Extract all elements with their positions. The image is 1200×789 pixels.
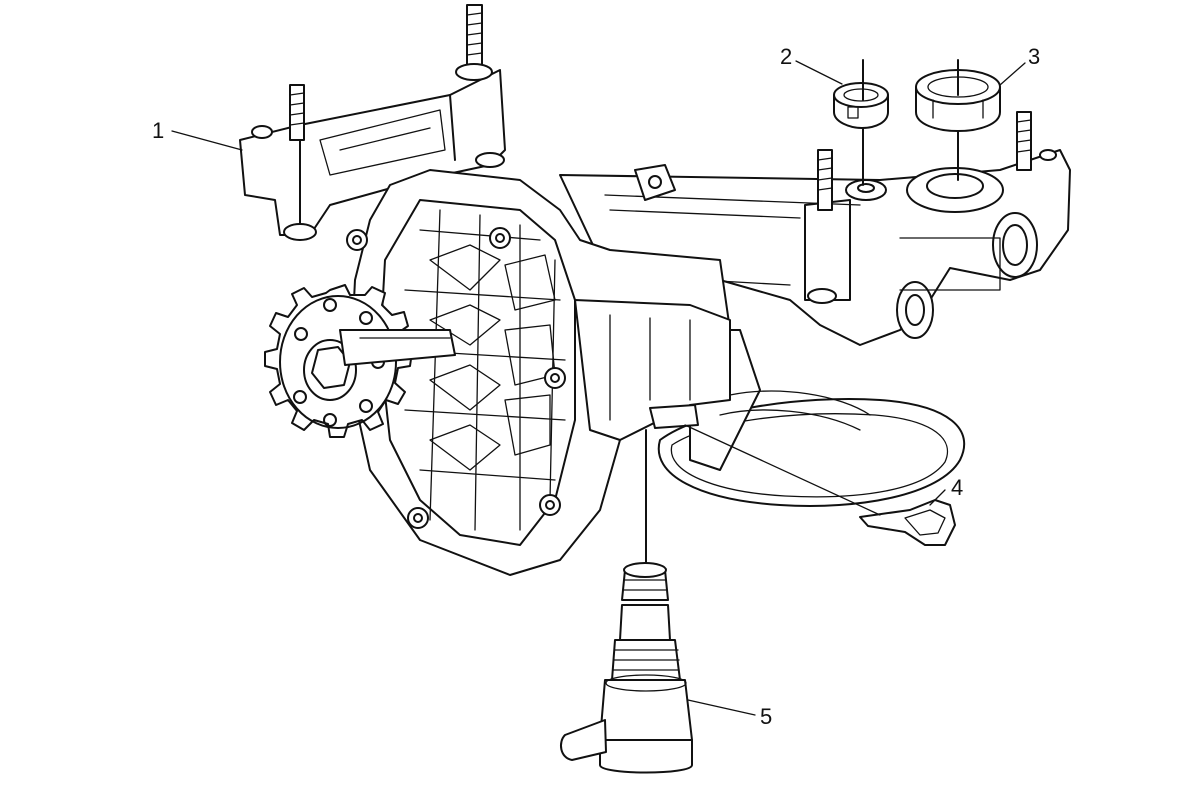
left-bracket [239, 4, 506, 241]
part-3-seal-large [915, 59, 1001, 181]
leader-3 [999, 62, 1026, 86]
right-studs [807, 111, 1057, 304]
leader-4 [929, 489, 946, 506]
leader-1 [171, 130, 243, 151]
part-2-seal-small [833, 59, 889, 186]
drive-sprocket [264, 284, 456, 438]
callout-3: 3 [1028, 44, 1040, 69]
leader-lines [171, 60, 1026, 716]
part-4-retainer-clip [684, 424, 956, 546]
callout-2: 2 [780, 44, 792, 69]
oil-pump-body [346, 169, 731, 576]
callouts: 1 2 3 4 5 [152, 44, 1040, 729]
callout-1: 1 [152, 118, 164, 143]
leader-5 [687, 699, 756, 716]
callout-5: 5 [760, 704, 772, 729]
part-5-solenoid [559, 429, 693, 774]
leader-2 [795, 60, 843, 85]
right-bracket [559, 149, 1071, 346]
callout-4: 4 [951, 475, 963, 500]
